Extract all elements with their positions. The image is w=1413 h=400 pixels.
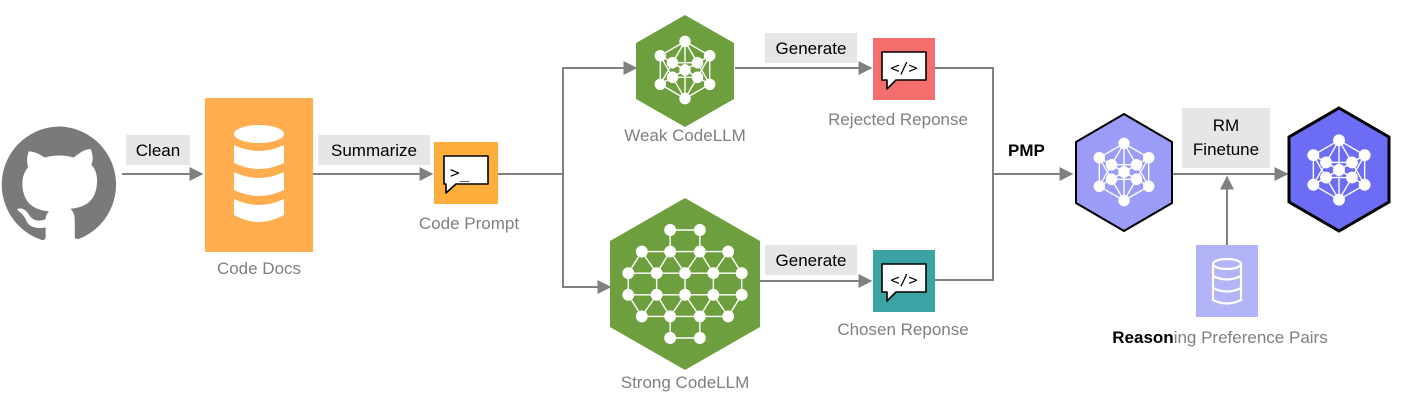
network-node bbox=[679, 35, 691, 48]
network-node bbox=[1333, 164, 1345, 176]
code-docs-node: Code Docs bbox=[205, 98, 313, 278]
connectors bbox=[122, 61, 1289, 294]
network-node bbox=[622, 267, 635, 280]
strong-llm-label: Strong CodeLLM bbox=[621, 373, 750, 392]
edge-label-clean: Clean bbox=[136, 141, 180, 160]
chosen-response-label: Chosen Reponse bbox=[837, 320, 968, 339]
network-node bbox=[1346, 156, 1358, 169]
arrow-to-weak-llm bbox=[562, 61, 638, 174]
network-node bbox=[635, 245, 648, 258]
edge-label-rm: RM bbox=[1213, 116, 1239, 135]
rejected-response-node: </> Rejected Reponse bbox=[828, 38, 968, 129]
network-node bbox=[1093, 151, 1106, 164]
network-node bbox=[1333, 134, 1345, 147]
code-bubble-icon: </> bbox=[881, 51, 927, 90]
edge-label-generate-strong: Generate bbox=[776, 251, 847, 270]
network-node bbox=[679, 92, 691, 105]
network-node bbox=[1320, 171, 1332, 184]
network-node bbox=[1093, 180, 1106, 193]
network-node bbox=[679, 288, 691, 301]
network-node bbox=[664, 224, 677, 236]
strong-llm-node: Strong CodeLLM bbox=[610, 198, 760, 392]
github-icon bbox=[1, 126, 117, 241]
network-node bbox=[1358, 149, 1371, 162]
code-docs-label: Code Docs bbox=[217, 259, 301, 278]
weak-llm-label: Weak CodeLLM bbox=[624, 126, 746, 145]
network-node bbox=[1105, 173, 1118, 185]
network-node bbox=[703, 78, 716, 91]
svg-text:</>: </> bbox=[890, 59, 917, 77]
arrow-rejected-to-merge bbox=[935, 67, 994, 281]
preference-pairs-label: Reasoning Preference Pairs bbox=[1112, 328, 1327, 347]
network-node bbox=[735, 267, 748, 280]
network-node bbox=[666, 71, 679, 83]
rm-model-node bbox=[1287, 106, 1391, 233]
network-node bbox=[635, 310, 648, 323]
rejected-response-label: Rejected Reponse bbox=[828, 110, 968, 129]
code-bubble-icon: </> bbox=[881, 263, 927, 302]
network-node bbox=[1142, 151, 1155, 164]
network-node bbox=[654, 78, 667, 91]
network-node bbox=[664, 310, 677, 323]
network-node bbox=[707, 288, 720, 301]
network-node bbox=[679, 267, 691, 280]
network-node bbox=[650, 267, 663, 280]
network-node bbox=[693, 224, 706, 236]
network-node bbox=[1333, 193, 1345, 206]
code-prompt-node: >_ Code Prompt bbox=[419, 142, 519, 233]
edge-label-summarize: Summarize bbox=[331, 141, 417, 160]
neural-network-icon bbox=[654, 35, 716, 105]
network-node bbox=[1118, 137, 1130, 150]
network-node bbox=[703, 49, 716, 62]
network-node bbox=[1307, 149, 1320, 162]
network-node bbox=[693, 245, 706, 258]
database-icon bbox=[1211, 257, 1243, 305]
network-node bbox=[622, 288, 635, 301]
network-node bbox=[679, 64, 691, 76]
network-node bbox=[693, 310, 706, 323]
network-node bbox=[707, 267, 720, 280]
network-node bbox=[693, 332, 706, 344]
terminal-prompt-icon: >_ bbox=[443, 155, 489, 194]
network-node bbox=[654, 49, 667, 62]
preference-pairs-label-rest: ing Preference Pairs bbox=[1174, 328, 1328, 347]
network-node bbox=[1358, 178, 1371, 191]
network-node bbox=[666, 57, 679, 69]
edge-label-pmp: PMP bbox=[1008, 141, 1045, 160]
network-node bbox=[650, 288, 663, 301]
pmp-model-node bbox=[1075, 112, 1173, 233]
network-node bbox=[722, 310, 735, 323]
network-node bbox=[1346, 171, 1358, 184]
database-icon bbox=[234, 125, 284, 222]
network-node bbox=[735, 288, 748, 301]
chosen-response-node: </> Chosen Reponse bbox=[837, 250, 969, 339]
network-node bbox=[1130, 159, 1143, 171]
weak-llm-node: Weak CodeLLM bbox=[624, 15, 746, 145]
edge-label-finetune: Finetune bbox=[1193, 140, 1259, 159]
network-node bbox=[1105, 159, 1118, 171]
network-node bbox=[691, 71, 704, 83]
network-node bbox=[1118, 166, 1130, 178]
network-node bbox=[664, 245, 677, 258]
network-node bbox=[722, 245, 735, 258]
svg-text:>_: >_ bbox=[450, 163, 470, 182]
network-node bbox=[1307, 178, 1320, 191]
preference-pairs-label-bold: Reason bbox=[1112, 328, 1173, 347]
preference-pairs-node: Reasoning Preference Pairs bbox=[1112, 245, 1328, 347]
network-node bbox=[691, 57, 704, 69]
neural-network-icon bbox=[1093, 137, 1155, 207]
network-node bbox=[1320, 156, 1332, 169]
arrow-to-strong-llm bbox=[562, 174, 612, 294]
network-node bbox=[664, 332, 677, 344]
network-node bbox=[1130, 173, 1143, 185]
svg-text:</>: </> bbox=[890, 271, 917, 289]
neural-network-icon bbox=[1307, 134, 1371, 206]
network-node bbox=[1142, 180, 1155, 193]
edge-label-generate-weak: Generate bbox=[776, 39, 847, 58]
network-node bbox=[1118, 194, 1130, 207]
code-prompt-label: Code Prompt bbox=[419, 214, 519, 233]
neural-network-icon bbox=[622, 224, 748, 344]
edge-labels: Clean Summarize Generate Generate PMP RM… bbox=[126, 33, 1270, 275]
